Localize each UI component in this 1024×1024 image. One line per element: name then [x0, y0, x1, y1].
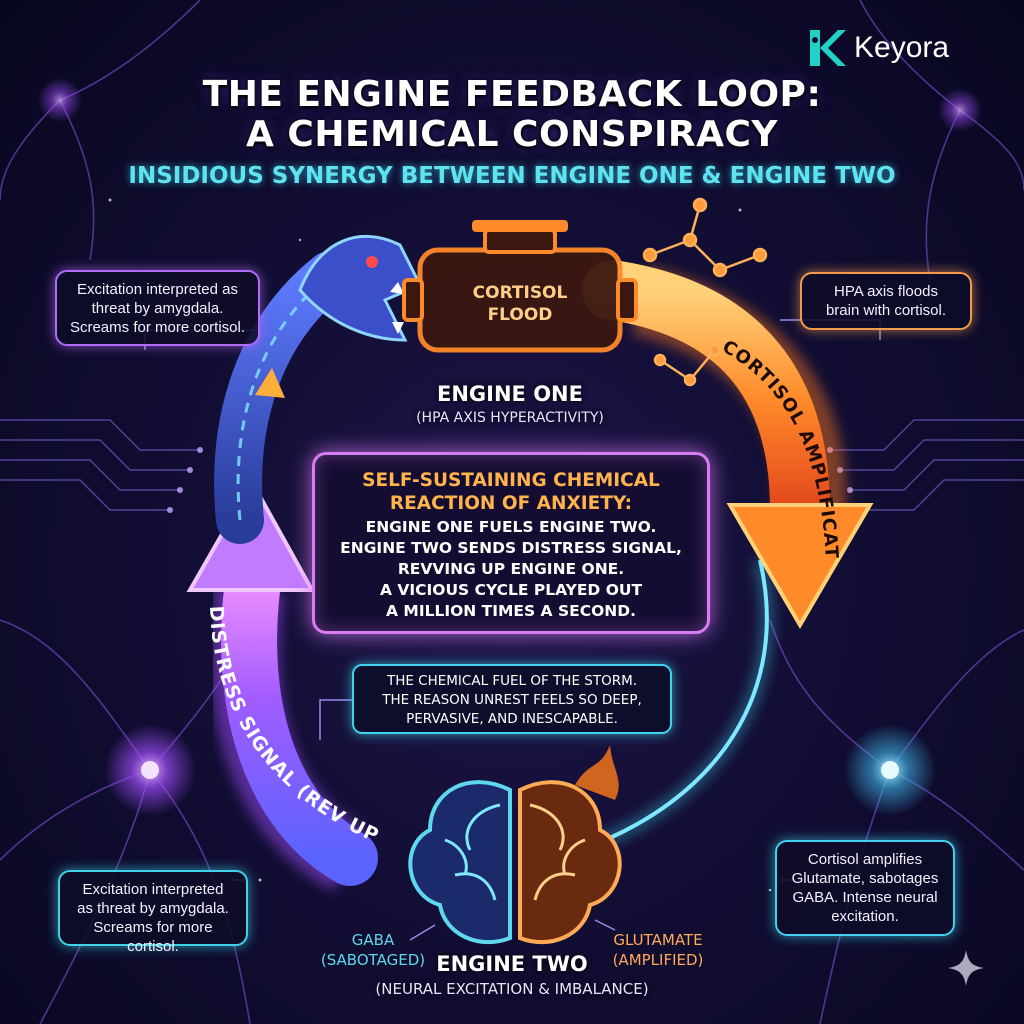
- center-body-line: ENGINE ONE FUELS ENGINE TWO.: [365, 518, 657, 536]
- engine-one-label: ENGINE ONE: [437, 382, 583, 406]
- molecule-icon: [642, 197, 768, 387]
- fuel-line: THE CHEMICAL FUEL OF THE STORM.: [386, 673, 638, 689]
- gaba-label: GABA (SABOTAGED): [318, 930, 428, 970]
- callout-line: threat by amygdala.: [91, 300, 224, 317]
- gaba-state: (SABOTAGED): [320, 951, 426, 969]
- center-body-line: A VICIOUS CYCLE PLAYED OUT: [379, 581, 643, 599]
- center-body: ENGINE ONE FUELS ENGINE TWO. ENGINE TWO …: [315, 517, 707, 622]
- title-line-1: THE ENGINE FEEDBACK LOOP:: [202, 74, 822, 115]
- center-body-line: REVVING UP ENGINE ONE.: [397, 560, 625, 578]
- brain-left-gaba: [408, 780, 512, 945]
- serpent-eye: [366, 256, 378, 268]
- callout-top-right: HPA axis floods brain with cortisol.: [800, 272, 972, 330]
- center-body-line: A MILLION TIMES A SECOND.: [386, 602, 636, 620]
- brain-right-glutamate: [518, 745, 622, 945]
- callout-line: Excitation interpreted as: [77, 281, 238, 298]
- cortisol-flood-badge: CORTISOL FLOOD: [420, 282, 620, 326]
- keyora-logo-icon: [810, 30, 846, 66]
- callout-line: GABA. Intense neural: [792, 889, 938, 906]
- chemical-fuel-box: THE CHEMICAL FUEL OF THE STORM. THE REAS…: [352, 664, 672, 734]
- engine-two-label: ENGINE TWO: [436, 952, 588, 976]
- subtitle: INSIDIOUS SYNERGY BETWEEN ENGINE ONE & E…: [128, 163, 896, 189]
- callout-line: Screams for more cortisol.: [69, 319, 246, 336]
- callout-bottom-right: Cortisol amplifies Glutamate, sabotages …: [775, 840, 955, 936]
- callout-line: Cortisol amplifies: [807, 851, 923, 868]
- engine-one-sublabel: (HPA AXIS HYPERACTIVITY): [416, 410, 604, 426]
- engine-icon: [402, 220, 638, 353]
- callout-line: as threat by amygdala.: [77, 900, 229, 917]
- callout-bottom-left: Excitation interpreted as threat by amyg…: [58, 870, 248, 955]
- engine-two-sublabel: (NEURAL EXCITATION & IMBALANCE): [375, 980, 649, 998]
- glutamate-state: (AMPLIFIED): [612, 951, 704, 969]
- fuel-line: THE REASON UNREST FEELS SO DEEP,: [382, 692, 642, 708]
- callout-top-left: Excitation interpreted as threat by amyg…: [55, 270, 260, 346]
- serpent-arrow: [255, 368, 285, 398]
- cortisol-arrow-body: [582, 260, 830, 540]
- brand-logo: Keyora: [808, 28, 949, 68]
- callout-line: excitation.: [831, 908, 899, 925]
- gaba-name: GABA: [351, 931, 395, 949]
- logo-text: Keyora: [854, 31, 950, 64]
- glutamate-name: GLUTAMATE: [613, 931, 703, 949]
- center-heading-line-2: REACTION OF ANXIETY:: [389, 493, 633, 514]
- callout-line: HPA axis floods: [834, 283, 938, 300]
- cortisol-arrow-head: [726, 503, 874, 629]
- glutamate-label: GLUTAMATE (AMPLIFIED): [588, 930, 728, 970]
- distress-arrow-body: [221, 562, 378, 886]
- center-body-line: ENGINE TWO SENDS DISTRESS SIGNAL,: [340, 539, 682, 557]
- badge-line-2: FLOOD: [487, 305, 553, 325]
- callout-line: brain with cortisol.: [825, 302, 947, 319]
- callout-line: Glutamate, sabotages: [791, 870, 939, 887]
- center-heading-line-1: SELF-SUSTAINING CHEMICAL: [362, 470, 660, 491]
- center-explanation-box: SELF-SUSTAINING CHEMICAL REACTION OF ANX…: [312, 452, 710, 634]
- fuel-line: PERVASIVE, AND INESCAPABLE.: [406, 711, 618, 727]
- callout-line: Excitation interpreted: [82, 881, 224, 898]
- callout-line: Screams for more cortisol.: [93, 919, 213, 955]
- badge-line-1: CORTISOL: [472, 283, 568, 303]
- title-line-2: A CHEMICAL CONSPIRACY: [246, 114, 778, 155]
- lower-right-arc: [579, 559, 769, 852]
- sparkle-icon: [948, 950, 984, 986]
